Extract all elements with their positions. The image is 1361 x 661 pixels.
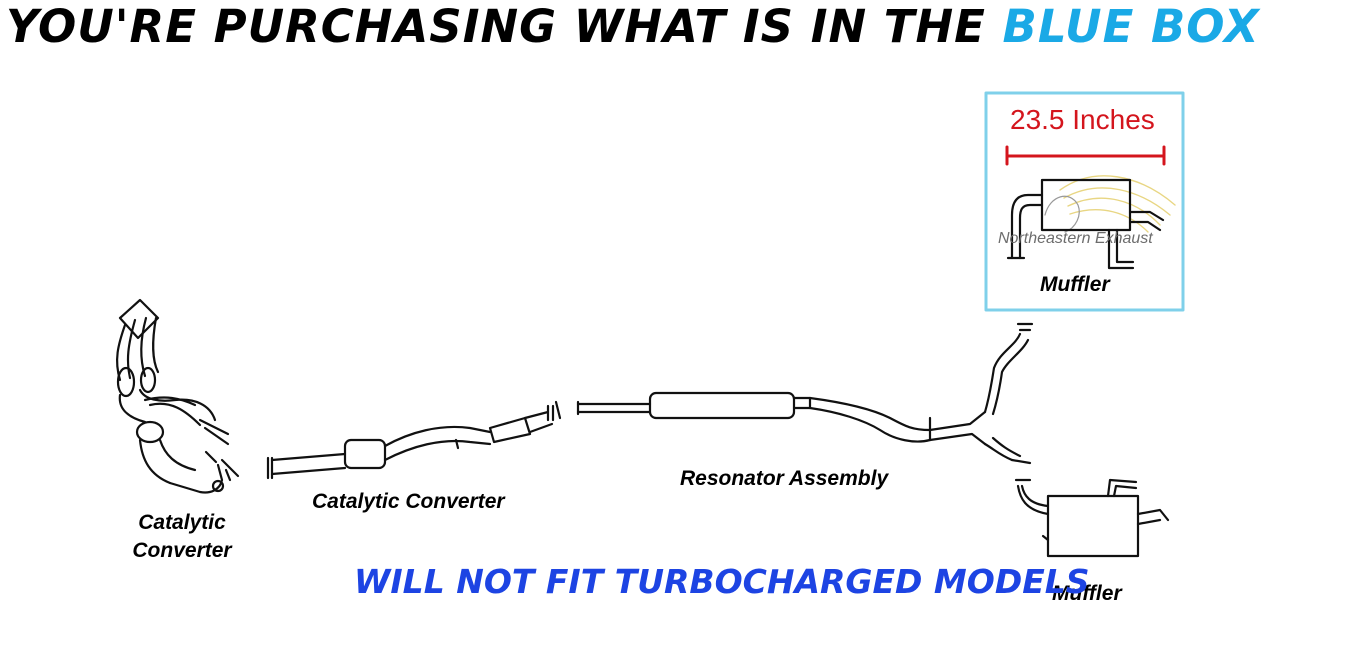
resonator-assembly-label: Resonator Assembly [680, 467, 889, 490]
headline-prefix: YOU'RE PURCHASING WHAT IS IN THE [6, 0, 1003, 53]
front-catalytic-converter-label-line1: Catalytic [138, 511, 226, 534]
muffler-bottom-label: Muffler [1052, 582, 1122, 605]
dimension-label: 23.5 Inches [1010, 104, 1155, 135]
turbo-warning: WILL NOT FIT TURBOCHARGED MODELS [354, 562, 1090, 601]
watermark-text: Northeastern Exhaust [998, 230, 1153, 247]
mid-catalytic-converter-label: Catalytic Converter [312, 490, 505, 513]
page-headline: YOU'RE PURCHASING WHAT IS IN THE BLUE BO… [6, 0, 1361, 58]
resonator-assembly-drawing [576, 391, 987, 446]
front-catalytic-converter-drawing [115, 298, 240, 494]
headline-highlight: BLUE BOX [1002, 0, 1260, 53]
watermark-horse-head [1044, 195, 1080, 233]
front-catalytic-converter-label-line2: Converter [132, 539, 232, 562]
blue-box-highlight [984, 91, 1185, 312]
muffler-boxed-drawing [1006, 178, 1165, 270]
muffler-bottom-drawing [1014, 478, 1170, 558]
mid-catalytic-converter-drawing [266, 400, 562, 480]
front-catalytic-converter-label: Catalytic Converter [122, 509, 242, 565]
dimension-bar [1005, 145, 1166, 166]
muffler-boxed-label: Muffler [1040, 273, 1110, 296]
y-pipe-drawing [983, 322, 1034, 465]
